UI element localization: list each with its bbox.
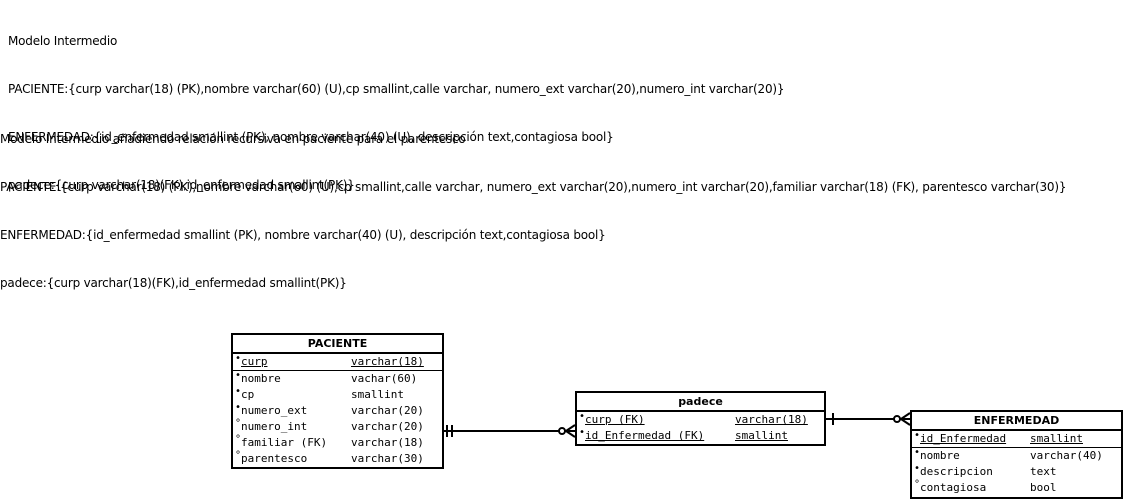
model-notes-intermediate: Modelo Intermedio PACIENTE:{curp varchar… — [8, 1, 784, 209]
attribute-row-parentesco[interactable]: ° parentesco varchar(30) — [233, 450, 442, 467]
optional-marker: ° — [914, 479, 921, 490]
attribute-type: smallint — [735, 429, 788, 442]
attribute-type: varchar(30) — [351, 452, 424, 465]
crow-foot-lower — [900, 418, 911, 426]
attribute-type: varchar(18) — [351, 355, 424, 368]
note-line: Modelo Intermedio añadiendo relación rec… — [0, 132, 466, 146]
optional-marker: ° — [235, 418, 242, 429]
attribute-type: text — [1030, 465, 1057, 478]
required-marker: • — [914, 463, 921, 474]
entity-title: ENFERMEDAD — [912, 412, 1121, 431]
entity-paciente[interactable]: PACIENTE • curp varchar(18) • nombre vac… — [231, 333, 444, 469]
note-line: Modelo Intermedio — [8, 34, 118, 48]
entity-title: padece — [577, 393, 824, 412]
attribute-type: varchar(18) — [351, 436, 424, 449]
attribute-name: numero_int — [241, 420, 308, 433]
note-line: padece:{curp varchar(18)(FK),id_enfermed… — [0, 276, 347, 290]
optional-marker: ° — [235, 434, 242, 445]
attribute-row-numero-int[interactable]: ° numero_int varchar(20) — [233, 418, 442, 435]
attribute-row-familiar[interactable]: ° familiar (FK) varchar(18) — [233, 434, 442, 451]
optional-marker: ° — [235, 450, 242, 461]
attribute-row-nombre[interactable]: • nombre vachar(60) — [233, 370, 442, 387]
note-line: PACIENTE:{curp varchar(18) (PK),nombre v… — [0, 180, 1067, 194]
zero-circle — [558, 427, 566, 435]
attribute-name: nombre — [241, 372, 281, 385]
required-marker: • — [914, 430, 921, 441]
note-line: ENFERMEDAD:{id_enfermedad smallint (PK),… — [8, 130, 614, 144]
attribute-name: id_Enfermedad (FK) — [585, 429, 705, 442]
attribute-type: smallint — [351, 388, 404, 401]
attribute-name: nombre — [920, 449, 960, 462]
entity-title: PACIENTE — [233, 335, 442, 354]
attribute-row-contagiosa[interactable]: ° contagiosa bool — [912, 479, 1121, 496]
entity-padece[interactable]: padece • curp (FK) varchar(18) • id_Enfe… — [575, 391, 826, 446]
crow-foot-upper — [900, 412, 911, 420]
attribute-name: id_Enfermedad — [920, 432, 1007, 445]
attribute-type: varchar(40) — [1030, 449, 1103, 462]
attribute-name: cp — [241, 388, 255, 401]
attribute-name: curp (FK) — [585, 413, 645, 426]
model-notes-recursive: Modelo Intermedio añadiendo relación rec… — [0, 99, 1066, 307]
attribute-type: bool — [1030, 481, 1057, 494]
required-marker: • — [235, 353, 242, 364]
attribute-name: curp — [241, 355, 268, 368]
crow-foot-upper — [565, 424, 576, 432]
attribute-type: varchar(20) — [351, 404, 424, 417]
attribute-type: vachar(60) — [351, 372, 418, 385]
required-marker: • — [235, 386, 242, 397]
zero-circle — [893, 415, 901, 423]
attribute-row-id-enfermedad-fk[interactable]: • id_Enfermedad (FK) smallint — [577, 427, 824, 444]
note-line: PACIENTE:{curp varchar(18) (PK),nombre v… — [8, 82, 785, 96]
required-marker: • — [235, 402, 242, 413]
attribute-name: numero_ext — [241, 404, 308, 417]
crow-foot-lower — [565, 430, 576, 438]
required-marker: • — [914, 447, 921, 458]
required-marker: • — [235, 370, 242, 381]
attribute-type: varchar(20) — [351, 420, 424, 433]
attribute-row-numero-ext[interactable]: • numero_ext varchar(20) — [233, 402, 442, 419]
required-marker: • — [579, 427, 586, 438]
attribute-row-descripcion[interactable]: • descripcion text — [912, 463, 1121, 480]
attribute-type: smallint — [1030, 432, 1083, 445]
attribute-row-curp[interactable]: • curp varchar(18) — [233, 353, 442, 371]
attribute-row-cp[interactable]: • cp smallint — [233, 386, 442, 403]
attribute-row-id-enfermedad[interactable]: • id_Enfermedad smallint — [912, 430, 1121, 448]
attribute-type: varchar(18) — [735, 413, 808, 426]
attribute-row-curp-fk[interactable]: • curp (FK) varchar(18) — [577, 411, 824, 428]
note-line: padece:{curp varchar(18)(FK),id_enfermed… — [8, 178, 355, 192]
entity-enfermedad[interactable]: ENFERMEDAD • id_Enfermedad smallint • no… — [910, 410, 1123, 499]
required-marker: • — [579, 411, 586, 422]
attribute-name: familiar (FK) — [241, 436, 328, 449]
attribute-row-nombre[interactable]: • nombre varchar(40) — [912, 447, 1121, 464]
attribute-name: parentesco — [241, 452, 308, 465]
attribute-name: contagiosa — [920, 481, 987, 494]
attribute-name: descripcion — [920, 465, 993, 478]
note-line: ENFERMEDAD:{id_enfermedad smallint (PK),… — [0, 228, 606, 242]
